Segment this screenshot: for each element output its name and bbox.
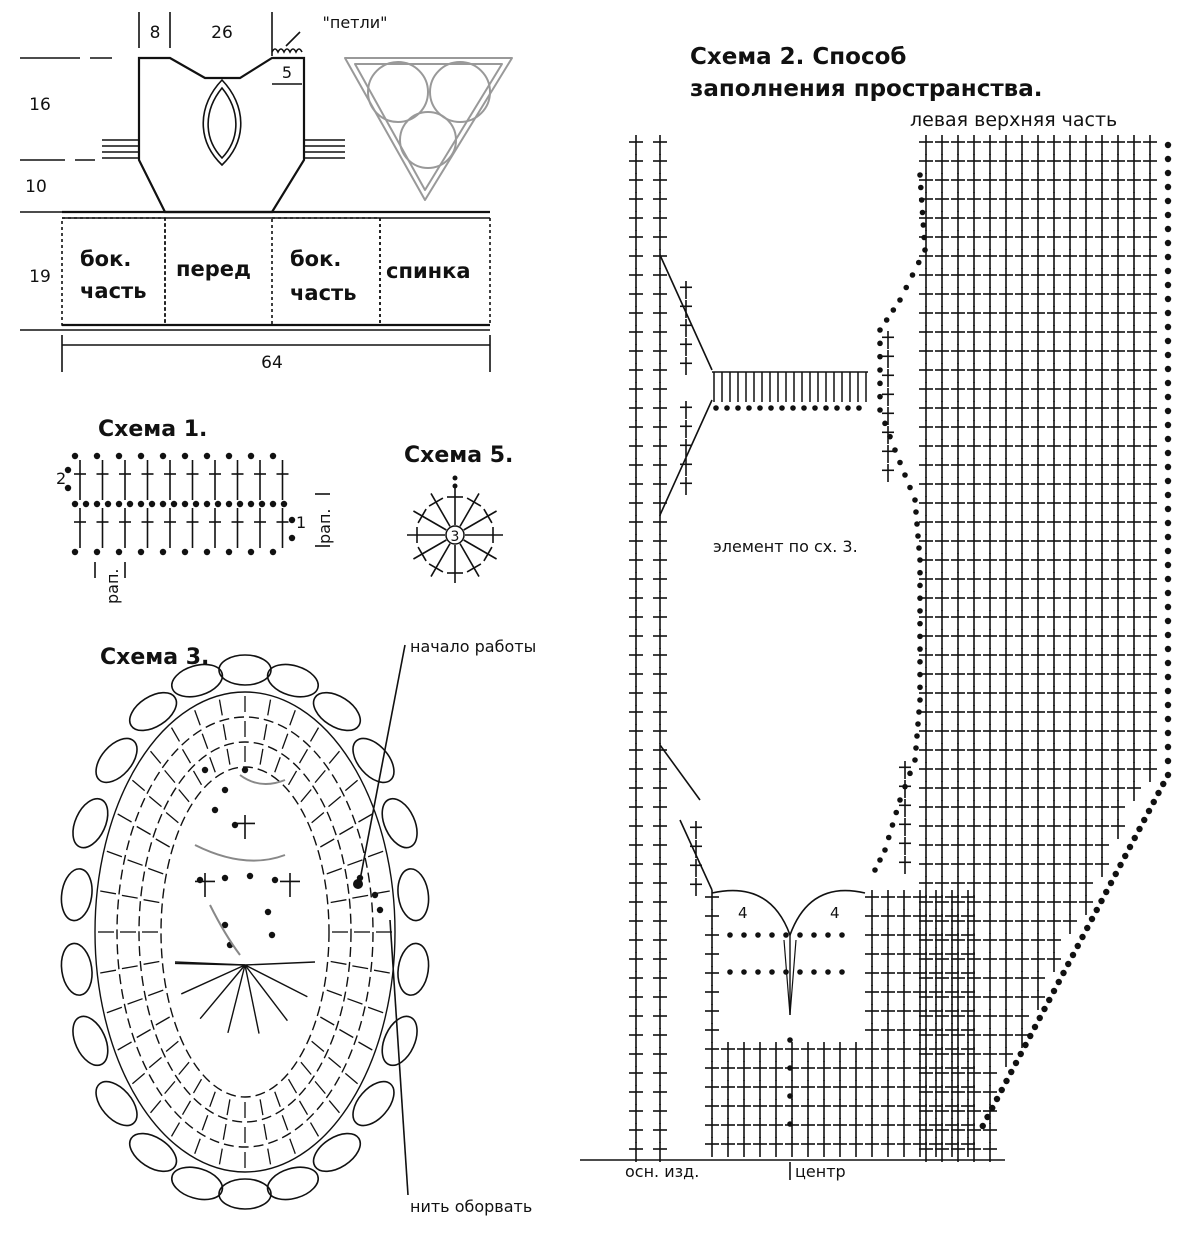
dim-neck: 26 <box>211 23 233 43</box>
panel-side-left: бок. часть <box>80 247 147 303</box>
svg-text:бок.: бок. <box>80 247 131 271</box>
scheme-1: Схема 1. 2 1 рап. рап. <box>56 417 334 604</box>
cut-label: нить оборвать <box>410 1197 532 1216</box>
element-label: элемент по сх. 3. <box>713 537 858 556</box>
scheme-5-title: Схема 5. <box>404 443 513 468</box>
svg-text:часть: часть <box>80 279 147 303</box>
dim-armhole: 16 <box>29 95 51 115</box>
dim-shoulder: 8 <box>150 23 161 43</box>
svg-text:часть: часть <box>290 281 357 305</box>
panel-side-right: бок. часть <box>290 247 357 305</box>
dim-width: 64 <box>261 353 283 373</box>
scheme-1-rep-horizontal: рап. <box>103 568 122 604</box>
num-right: 4 <box>830 904 840 922</box>
trefoil-motif <box>344 57 513 201</box>
scheme-2: Схема 2. Способ заполнения пространства.… <box>580 44 1172 1181</box>
garment-schematic: 8 26 "петли" 5 16 10 <box>20 12 513 373</box>
panel-back: спинка <box>386 259 471 283</box>
base-label: осн. изд. <box>625 1162 699 1181</box>
scheme-2-subtitle: левая верхняя часть <box>910 109 1117 131</box>
scheme-3: Схема 3. начало работы нить оборвать <box>60 637 536 1216</box>
scheme-1-title: Схема 1. <box>98 417 207 442</box>
dim-band: 19 <box>29 267 51 287</box>
loops-label: "петли" <box>323 13 388 32</box>
scheme-2-title-1: Схема 2. Способ <box>690 44 906 70</box>
panel-front: перед <box>176 257 251 281</box>
dim-side: 10 <box>25 177 47 197</box>
scheme-2-title-2: заполнения пространства. <box>690 76 1042 102</box>
dim-loops: 5 <box>282 63 292 82</box>
scheme-3-title: Схема 3. <box>100 645 209 670</box>
scheme-1-row-2: 2 <box>56 469 66 488</box>
start-label: начало работы <box>410 637 536 656</box>
svg-text:бок.: бок. <box>290 247 341 271</box>
scheme-5-center: 3 <box>451 529 460 545</box>
scheme-1-rep-vertical: рап. <box>315 508 334 544</box>
scheme-5: Схема 5. 3 <box>404 443 513 583</box>
num-left: 4 <box>738 904 748 922</box>
center-label: центр <box>795 1162 846 1181</box>
scheme-1-row-1: 1 <box>296 513 306 532</box>
